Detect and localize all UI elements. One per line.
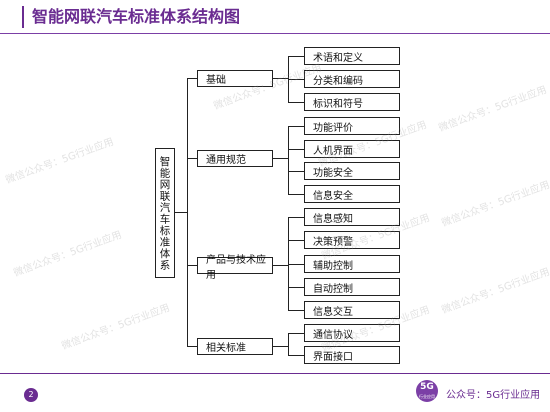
5g-logo-icon: 5G 行业应用 bbox=[416, 380, 438, 402]
leaf-node-label: 功能安全 bbox=[313, 167, 353, 179]
footer-account-name: 公众号：5G行业应用 bbox=[446, 390, 541, 401]
connector bbox=[288, 355, 304, 356]
connector bbox=[187, 158, 197, 159]
leaf-node-label: 信息交互 bbox=[313, 306, 353, 318]
group-node-label: 相关标准 bbox=[206, 343, 246, 354]
leaf-node: 功能安全 bbox=[304, 162, 400, 180]
page-number: 2 bbox=[24, 388, 38, 402]
connector bbox=[273, 158, 288, 159]
connector bbox=[288, 126, 289, 194]
leaf-node-label: 决策预警 bbox=[313, 236, 353, 248]
connector bbox=[288, 171, 304, 172]
title-divider bbox=[0, 33, 550, 34]
connector bbox=[288, 333, 289, 355]
leaf-node: 决策预警 bbox=[304, 231, 400, 249]
leaf-node: 信息交互 bbox=[304, 301, 400, 319]
connector bbox=[288, 126, 304, 127]
connector bbox=[288, 56, 304, 57]
group-node-label: 基础 bbox=[206, 75, 226, 86]
group-node-basics: 基础 bbox=[197, 70, 273, 87]
leaf-node-label: 人机界面 bbox=[313, 145, 353, 157]
connector bbox=[288, 149, 304, 150]
leaf-node: 自动控制 bbox=[304, 278, 400, 296]
connector bbox=[288, 217, 289, 310]
leaf-node-label: 界面接口 bbox=[313, 351, 353, 363]
connector bbox=[288, 287, 304, 288]
connector bbox=[288, 194, 304, 195]
leaf-node: 人机界面 bbox=[304, 140, 400, 158]
footer-divider bbox=[0, 373, 550, 374]
connector bbox=[187, 78, 197, 79]
group-node-products: 产品与技术应用 bbox=[197, 255, 273, 281]
leaf-node-label: 自动控制 bbox=[313, 283, 353, 295]
connector bbox=[288, 264, 304, 265]
connector bbox=[288, 79, 304, 80]
logo-subtext: 行业应用 bbox=[419, 394, 435, 399]
leaf-node-label: 辅助控制 bbox=[313, 260, 353, 272]
leaf-node: 信息感知 bbox=[304, 208, 400, 226]
connector bbox=[273, 265, 288, 266]
root-node-label: 智能网联汽车标准体系 bbox=[158, 155, 171, 271]
connector bbox=[175, 212, 187, 213]
root-node: 智能网联汽车标准体系 bbox=[155, 148, 175, 278]
leaf-node: 信息安全 bbox=[304, 185, 400, 203]
connector bbox=[288, 217, 304, 218]
connector bbox=[288, 240, 304, 241]
connector bbox=[187, 78, 188, 346]
title-bar: 智能网联汽车标准体系结构图 bbox=[22, 6, 240, 28]
leaf-node: 通信协议 bbox=[304, 324, 400, 342]
leaf-node: 分类和编码 bbox=[304, 70, 400, 88]
leaf-node: 标识和符号 bbox=[304, 93, 400, 111]
leaf-node-label: 标识和符号 bbox=[313, 98, 363, 110]
logo-text: 5G bbox=[420, 382, 434, 392]
leaf-node-label: 分类和编码 bbox=[313, 75, 363, 87]
page-title: 智能网联汽车标准体系结构图 bbox=[32, 7, 241, 26]
leaf-node: 界面接口 bbox=[304, 346, 400, 364]
connector bbox=[273, 78, 288, 79]
connector bbox=[288, 333, 304, 334]
leaf-node: 辅助控制 bbox=[304, 255, 400, 273]
leaf-node: 功能评价 bbox=[304, 117, 400, 135]
group-node-related: 相关标准 bbox=[197, 338, 273, 355]
leaf-node-label: 信息感知 bbox=[313, 213, 353, 225]
connector bbox=[187, 346, 197, 347]
connector bbox=[273, 346, 288, 347]
leaf-node-label: 通信协议 bbox=[313, 329, 353, 341]
connector bbox=[288, 310, 304, 311]
connector bbox=[187, 265, 197, 266]
connector bbox=[288, 102, 304, 103]
leaf-node-label: 术语和定义 bbox=[313, 52, 363, 64]
leaf-node: 术语和定义 bbox=[304, 47, 400, 65]
leaf-node-label: 功能评价 bbox=[313, 122, 353, 134]
group-node-general: 通用规范 bbox=[197, 150, 273, 167]
group-node-label: 产品与技术应用 bbox=[206, 254, 266, 281]
leaf-node-label: 信息安全 bbox=[313, 190, 353, 202]
group-node-label: 通用规范 bbox=[206, 155, 246, 166]
